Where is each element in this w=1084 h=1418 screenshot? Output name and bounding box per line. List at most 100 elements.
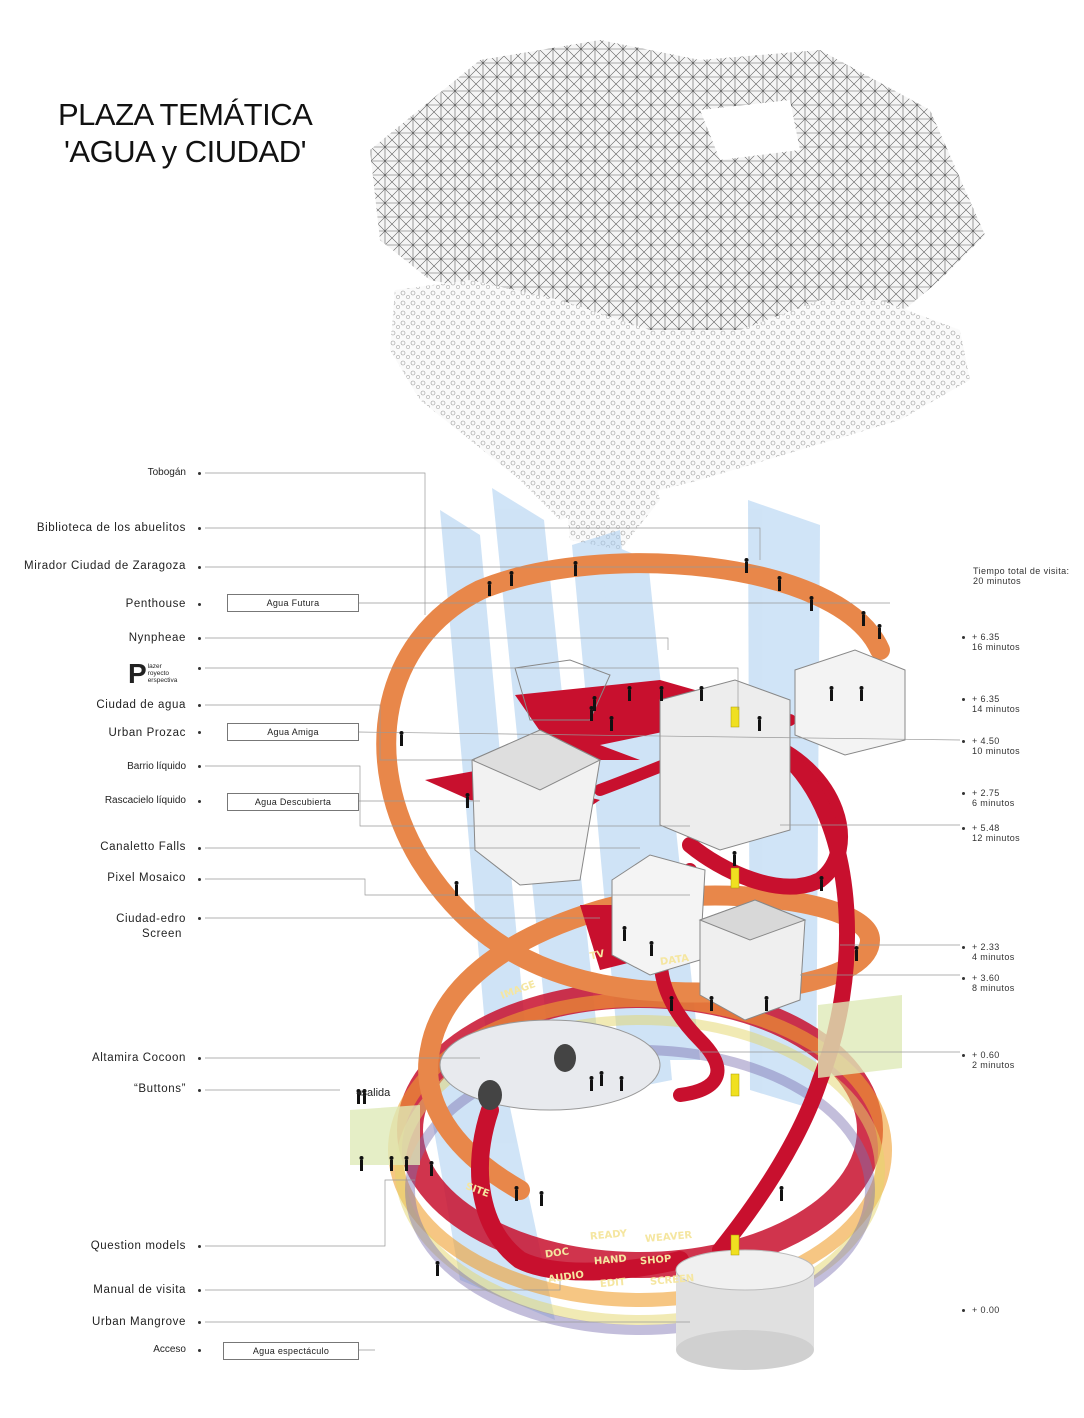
time-level: + 2.75 xyxy=(972,788,1000,798)
time-entry: + 0.00 xyxy=(962,1305,1000,1315)
person-head xyxy=(659,686,664,690)
time-level: + 5.48 xyxy=(972,823,1000,833)
label-canaletto-falls: Canaletto Falls xyxy=(100,841,186,853)
yellow-markers xyxy=(730,706,740,1256)
person-head xyxy=(709,996,714,1000)
person-head xyxy=(509,571,514,575)
total-visit-time: Tiempo total de visita: 20 minutos xyxy=(973,566,1069,586)
person-head xyxy=(861,611,866,615)
person-head xyxy=(744,558,749,562)
logo-line-2: royecto xyxy=(147,670,170,677)
person-head xyxy=(362,1089,367,1093)
label-urban-prozac: Urban Prozac xyxy=(108,727,186,739)
time-minutes: 2 minutos xyxy=(972,1060,1015,1070)
label-manual-de-visita: Manual de visita xyxy=(93,1284,186,1296)
person-head xyxy=(404,1156,409,1160)
person-silhouette xyxy=(590,710,593,721)
label-penthouse: Penthouse xyxy=(125,598,186,610)
logo-line-3: erspectiva xyxy=(147,677,178,684)
person-silhouette xyxy=(510,575,513,586)
person-head xyxy=(649,941,654,945)
person-head xyxy=(356,1089,361,1093)
person-silhouette xyxy=(405,1160,408,1171)
label-ciudad-edro: Ciudad-edro xyxy=(116,913,186,925)
person-head xyxy=(757,716,762,720)
person-head xyxy=(619,1076,624,1080)
person-head xyxy=(699,686,704,690)
green-panels xyxy=(350,995,902,1165)
person-head xyxy=(487,581,492,585)
person-head xyxy=(622,926,627,930)
person-silhouette xyxy=(400,735,403,746)
person-silhouette xyxy=(862,615,865,626)
label-urban-mangrove: Urban Mangrove xyxy=(91,1316,186,1328)
label-pixel-mosaico: Pixel Mosaico xyxy=(107,872,186,884)
time-level: + 6.35 xyxy=(972,694,1000,704)
person-silhouette xyxy=(430,1165,433,1176)
label-buttons: “Buttons” xyxy=(133,1083,186,1095)
total-visit-line-2: 20 minutos xyxy=(973,576,1022,586)
person-silhouette xyxy=(855,950,858,961)
screen-word: EDIT xyxy=(599,1276,627,1291)
person-silhouette xyxy=(590,1080,593,1091)
person-head xyxy=(854,946,859,950)
page-title: PLAZA TEMÁTICA 'AGUA y CIUDAD' xyxy=(58,96,313,170)
person-silhouette xyxy=(360,1160,363,1171)
person-head xyxy=(435,1261,440,1265)
person-head xyxy=(399,731,404,735)
person-silhouette xyxy=(765,1000,768,1011)
time-level: + 3.60 xyxy=(972,973,1000,983)
person-head xyxy=(779,1186,784,1190)
person-head xyxy=(539,1191,544,1195)
person-silhouette xyxy=(810,600,813,611)
person-silhouette xyxy=(574,565,577,576)
person-silhouette xyxy=(710,1000,713,1011)
person-head xyxy=(592,696,597,700)
label-rascacielo-liquido: Rascacielo líquido xyxy=(104,795,186,806)
person-head xyxy=(809,596,814,600)
label-barrio-liquido: Barrio líquido xyxy=(127,761,186,772)
person-head xyxy=(829,686,834,690)
time-level: + 2.33 xyxy=(972,942,1000,952)
person-silhouette xyxy=(357,1093,360,1104)
person-head xyxy=(627,686,632,690)
person-silhouette xyxy=(390,1160,393,1171)
logo-letter: P xyxy=(128,658,147,689)
person-head xyxy=(877,624,882,628)
person-silhouette xyxy=(780,1190,783,1201)
label-biblioteca: Biblioteca de los abuelitos xyxy=(36,522,186,534)
time-minutes: 10 minutos xyxy=(972,746,1021,756)
canopy-roof xyxy=(370,40,985,550)
white-volumes xyxy=(470,649,906,1021)
person-head xyxy=(777,576,782,580)
title-line-2: 'AGUA y CIUDAD' xyxy=(64,134,307,169)
person-silhouette xyxy=(820,880,823,891)
box-agua-amiga: Agua Amiga xyxy=(227,723,359,741)
label-tobogan: Tobogán xyxy=(147,467,186,478)
person-silhouette xyxy=(540,1195,543,1206)
box-agua-futura: Agua Futura xyxy=(227,594,359,612)
person-head xyxy=(764,996,769,1000)
label-mirador: Mirador Ciudad de Zaragoza xyxy=(24,560,186,572)
plazer-logo: P lazer royecto erspectiva xyxy=(128,660,177,688)
person-head xyxy=(599,1071,604,1075)
label-nynpheae: Nynpheae xyxy=(128,632,186,644)
label-ciudad-de-agua: Ciudad de agua xyxy=(96,699,186,711)
salida-label: ◂salida xyxy=(356,1087,391,1099)
logo-line-1: lazer xyxy=(147,663,162,670)
person-head xyxy=(609,716,614,720)
person-silhouette xyxy=(860,690,863,701)
person-silhouette xyxy=(363,1093,366,1104)
label-acceso: Acceso xyxy=(153,1344,186,1355)
person-silhouette xyxy=(455,885,458,896)
leader-lines xyxy=(205,472,961,1351)
time-level: + 6.35 xyxy=(972,632,1000,642)
label-question-models: Question models xyxy=(90,1240,186,1252)
label-altamira-cocoon: Altamira Cocoon xyxy=(91,1052,186,1064)
